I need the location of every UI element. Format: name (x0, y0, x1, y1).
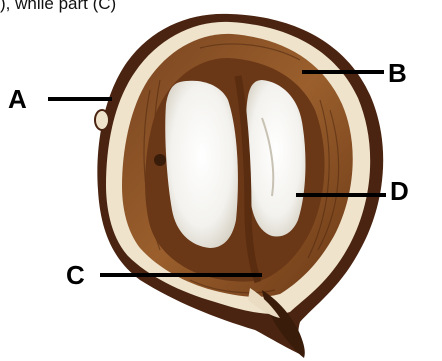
label-d: D (390, 178, 409, 204)
label-c: C (66, 262, 85, 288)
leader-line-d (296, 193, 386, 197)
leader-line-a (48, 97, 112, 101)
label-a: A (8, 86, 27, 112)
leader-line-c (100, 273, 262, 277)
kernel-left (165, 81, 238, 248)
pore-dot (154, 154, 166, 166)
label-b: B (388, 60, 407, 86)
leader-line-b (302, 70, 384, 74)
rim-knob (95, 110, 109, 130)
